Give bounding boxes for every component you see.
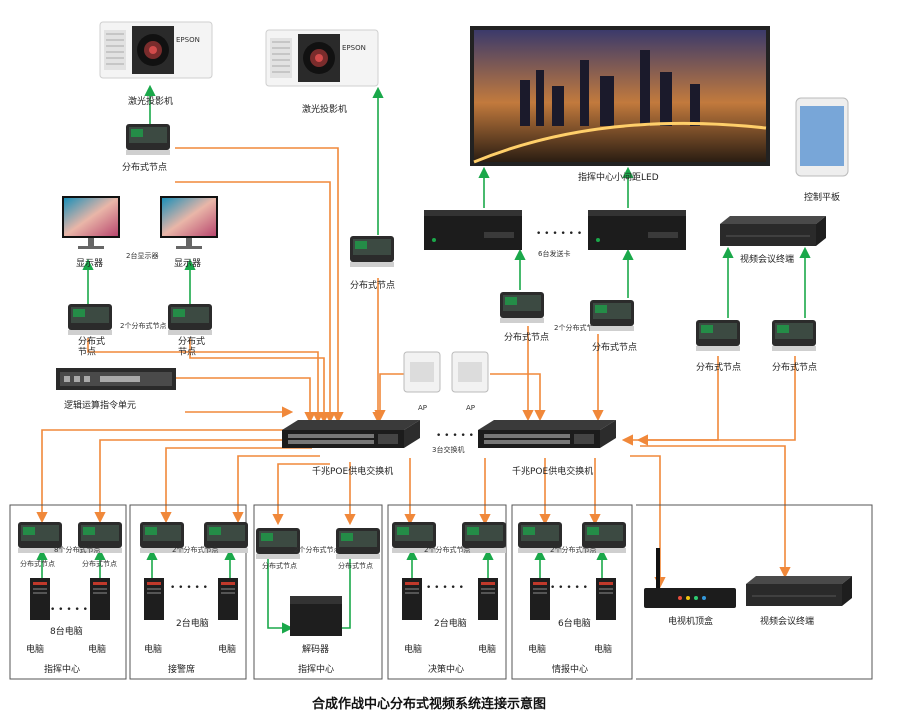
g2-name: 接警席 bbox=[168, 663, 195, 675]
g4-dots: • • • • • bbox=[426, 583, 464, 593]
group-intel-center: 2个分布式节点 • • • • • 6台电脑 电脑 电脑 情报中心 bbox=[518, 522, 626, 675]
tv-box-label: 电视机顶盒 bbox=[668, 615, 713, 627]
switch-label-2: 千兆POE供电交换机 bbox=[512, 465, 593, 477]
display-label-1: 显示器 bbox=[76, 258, 103, 269]
g1-dots: • • • • • bbox=[50, 605, 88, 615]
node-label-3: 分布式节点 bbox=[504, 331, 549, 343]
nodes-count-2: 2个分布式节点 bbox=[554, 323, 600, 332]
projector-brand-2: EPSON bbox=[342, 44, 366, 52]
g1-pcs: 8台电脑 bbox=[50, 625, 83, 637]
video-terminal-top: 视频会议终端 bbox=[719, 215, 827, 265]
g4-nodes: 2个分布式节点 bbox=[424, 545, 470, 554]
g4-pc-r: 电脑 bbox=[478, 643, 496, 655]
displays-count: 2台显示器 bbox=[126, 251, 158, 260]
g2-pc-l: 电脑 bbox=[144, 643, 162, 655]
node-split-1: 分布式节点 bbox=[78, 335, 105, 357]
node-right-1: 分布式节点 bbox=[500, 292, 549, 343]
sender-count: 6台发送卡 bbox=[538, 249, 570, 258]
orange-links bbox=[36, 147, 796, 589]
group-frames bbox=[9, 504, 873, 680]
switch-count: 3台交换机 bbox=[432, 445, 464, 454]
g1-nodes: 8个分布式节点 bbox=[54, 545, 100, 554]
node-label-5: 分布式节点 bbox=[696, 361, 741, 373]
node-right-2: 分布式节点 bbox=[590, 300, 637, 353]
video-terminal-label-2: 视频会议终端 bbox=[760, 615, 814, 627]
node-split-2: 分布式节点 bbox=[178, 335, 205, 357]
g2-pc-r: 电脑 bbox=[218, 643, 236, 655]
g4-pcs: 2台电脑 bbox=[434, 617, 467, 629]
g3-nodes: 2个分布式节点 bbox=[294, 545, 340, 554]
g1-pc-l: 电脑 bbox=[26, 643, 44, 655]
g2-nodes: 2个分布式节点 bbox=[172, 545, 218, 554]
g5-pcs: 6台电脑 bbox=[558, 617, 591, 629]
display-label-2: 显示器 bbox=[174, 258, 201, 269]
projector-brand: EPSON bbox=[176, 36, 200, 44]
group-command-center-2: 2个分布式节点 分布式节点 分布式节点 解码器 指挥中心 bbox=[256, 528, 380, 675]
projector-right: EPSON 激光投影机 bbox=[265, 29, 379, 115]
switch-left: 千兆POE供电交换机 bbox=[282, 420, 420, 477]
g5-pc-r: 电脑 bbox=[594, 643, 612, 655]
g1-pc-r: 电脑 bbox=[88, 643, 106, 655]
switch-right: 千兆POE供电交换机 bbox=[478, 420, 616, 477]
node-right-4: 分布式节点 bbox=[772, 320, 817, 373]
g3-name: 指挥中心 bbox=[298, 663, 334, 675]
projector-left: EPSON 激光投影机 bbox=[99, 21, 213, 107]
g1-node-r: 分布式节点 bbox=[82, 559, 117, 568]
node-projector: 分布式节点 bbox=[122, 124, 170, 173]
g2-pcs: 2台电脑 bbox=[176, 617, 209, 629]
group-decision-center: 2个分布式节点 • • • • • 2台电脑 电脑 电脑 决策中心 bbox=[392, 522, 506, 675]
g5-nodes: 2个分布式节点 bbox=[550, 545, 596, 554]
led-wall: 指挥中心小间距LED bbox=[470, 26, 770, 183]
tablet-label: 控制平板 bbox=[804, 191, 840, 203]
group-command-center-1: 8个分布式节点 分布式节点 分布式节点 • • • • • 8台电脑 电脑 电脑… bbox=[18, 522, 122, 675]
node-label-1: 分布式节点 bbox=[122, 161, 167, 173]
g5-pc-l: 电脑 bbox=[528, 643, 546, 655]
green-links bbox=[36, 84, 811, 634]
node-display-right: 分布式节点 bbox=[168, 304, 212, 357]
g5-dots: • • • • • bbox=[550, 583, 588, 593]
logic-unit: 逻辑运算指令单元 bbox=[56, 368, 176, 411]
projector-right-label: 激光投影机 bbox=[302, 103, 347, 115]
sender-dots: • • • • • • bbox=[536, 229, 582, 239]
g4-name: 决策中心 bbox=[428, 663, 464, 675]
monitor-left: 显示器 bbox=[62, 196, 120, 269]
logic-unit-label: 逻辑运算指令单元 bbox=[64, 399, 136, 411]
projector-left-label: 激光投影机 bbox=[128, 95, 173, 107]
g3-node-l: 分布式节点 bbox=[262, 561, 297, 570]
video-terminal-label-1: 视频会议终端 bbox=[740, 253, 794, 265]
ap-label-2: AP bbox=[466, 404, 475, 412]
node-label-6: 分布式节点 bbox=[772, 361, 817, 373]
ap-left: AP bbox=[403, 351, 441, 412]
node-label-2: 分布式节点 bbox=[350, 279, 395, 291]
g1-name: 指挥中心 bbox=[44, 663, 80, 675]
nodes-count: 2个分布式节点 bbox=[120, 321, 166, 330]
switch-dots: • • • • • • bbox=[436, 431, 482, 441]
node-right-3: 分布式节点 bbox=[696, 320, 741, 373]
g1-node-l: 分布式节点 bbox=[20, 559, 55, 568]
group-tv-conference: 电视机顶盒 视频会议终端 bbox=[644, 548, 853, 627]
g3-node-r: 分布式节点 bbox=[338, 561, 373, 570]
node-display-left: 分布式节点 bbox=[68, 304, 112, 357]
ap-label-1: AP bbox=[418, 404, 427, 412]
node-mid: 分布式节点 bbox=[350, 236, 395, 291]
g2-dots: • • • • • bbox=[170, 583, 208, 593]
sender-card-right bbox=[588, 210, 686, 250]
node-label-4: 分布式节点 bbox=[592, 341, 637, 353]
sender-card-left bbox=[424, 210, 522, 250]
ap-right: AP bbox=[451, 351, 489, 412]
g5-name: 情报中心 bbox=[552, 663, 588, 675]
switch-label-1: 千兆POE供电交换机 bbox=[312, 465, 393, 477]
group-alarm-seat: 2个分布式节点 • • • • • 2台电脑 电脑 电脑 接警席 bbox=[140, 522, 248, 675]
monitor-right: 显示器 bbox=[160, 196, 218, 269]
led-label: 指挥中心小间距LED bbox=[578, 171, 659, 183]
tablet: 控制平板 bbox=[795, 97, 849, 203]
g4-pc-l: 电脑 bbox=[404, 643, 422, 655]
diagram-title: 合成作战中心分布式视频系统连接示意图 bbox=[312, 696, 546, 712]
decoder-label: 解码器 bbox=[302, 643, 329, 655]
